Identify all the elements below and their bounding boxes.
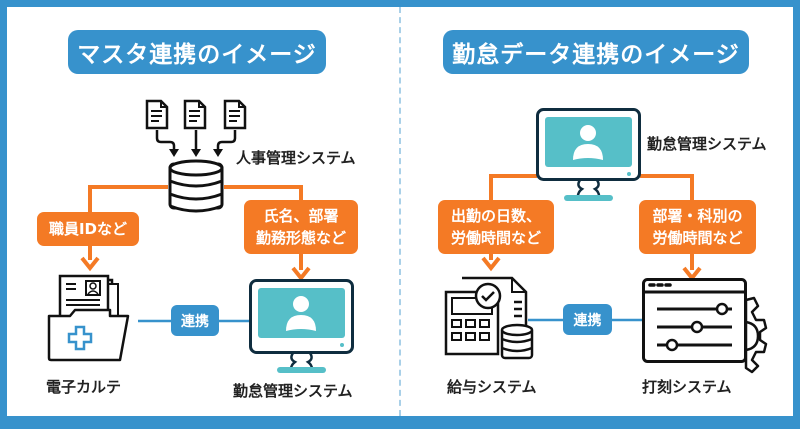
arrow-head-icon — [191, 149, 201, 157]
right-section-title: 勤怠データ連携のイメージ — [443, 30, 749, 74]
database-icon — [168, 159, 224, 213]
left-section-title: マスタ連携のイメージ — [68, 30, 326, 74]
arrow-down-icon — [216, 130, 237, 152]
slider-knob — [690, 320, 704, 334]
gear-icon — [744, 296, 768, 374]
timeclock-system-label: 打刻システム — [642, 378, 732, 396]
flow-label-line: 勤務形態など — [255, 229, 346, 247]
flow-label-line: 労働時間など — [450, 229, 541, 247]
flow-label-line: 労働時間など — [652, 229, 743, 247]
left-arrow-head-right — [291, 266, 311, 282]
document-icon — [183, 99, 207, 130]
attendance-system-label-left: 勤怠管理システム — [233, 382, 353, 400]
arrow-down-icon — [155, 130, 176, 152]
left-arrow-head-left — [80, 256, 100, 272]
flow-label-dept-hours: 部署・科別の 労働時間など — [639, 200, 756, 254]
hr-system-label: 人事管理システム — [236, 149, 356, 167]
document-icon — [223, 99, 247, 130]
payroll-system-label: 給与システム — [447, 378, 537, 396]
flow-label-workdays: 出勤の日数、 労働時間など — [438, 200, 554, 254]
database-icon — [500, 323, 534, 360]
attendance-system-label-top: 勤怠管理システム — [647, 135, 767, 153]
flow-label-staff-id: 職員IDなど — [37, 212, 139, 246]
flow-label-text: 職員IDなど — [48, 220, 128, 238]
payroll-calculator-icon — [444, 276, 534, 360]
arrow-head-icon — [169, 149, 179, 157]
flow-label-line: 出勤の日数、 — [450, 207, 541, 225]
medical-record-folder-icon — [47, 274, 130, 362]
flow-label-line: 氏名、部署 — [263, 207, 339, 225]
medical-cross-icon — [67, 325, 93, 351]
right-arrow-head-left — [481, 256, 501, 272]
arrow-head-icon — [213, 149, 223, 157]
slider-knob — [715, 302, 729, 316]
emr-label: 電子カルテ — [46, 378, 122, 396]
slider-knob — [665, 338, 679, 352]
flow-label-name-dept: 氏名、部署 勤務形態など — [244, 200, 358, 254]
monitor-user-icon — [249, 279, 354, 373]
section-divider — [399, 7, 401, 416]
check-circle-icon — [474, 282, 502, 310]
flow-label-line: 部署・科別の — [652, 207, 743, 225]
settings-window-icon — [642, 278, 768, 374]
document-icon — [145, 99, 169, 130]
monitor-user-icon — [536, 108, 641, 201]
link-badge-right: 連携 — [563, 304, 612, 335]
link-badge-left: 連携 — [171, 305, 219, 336]
